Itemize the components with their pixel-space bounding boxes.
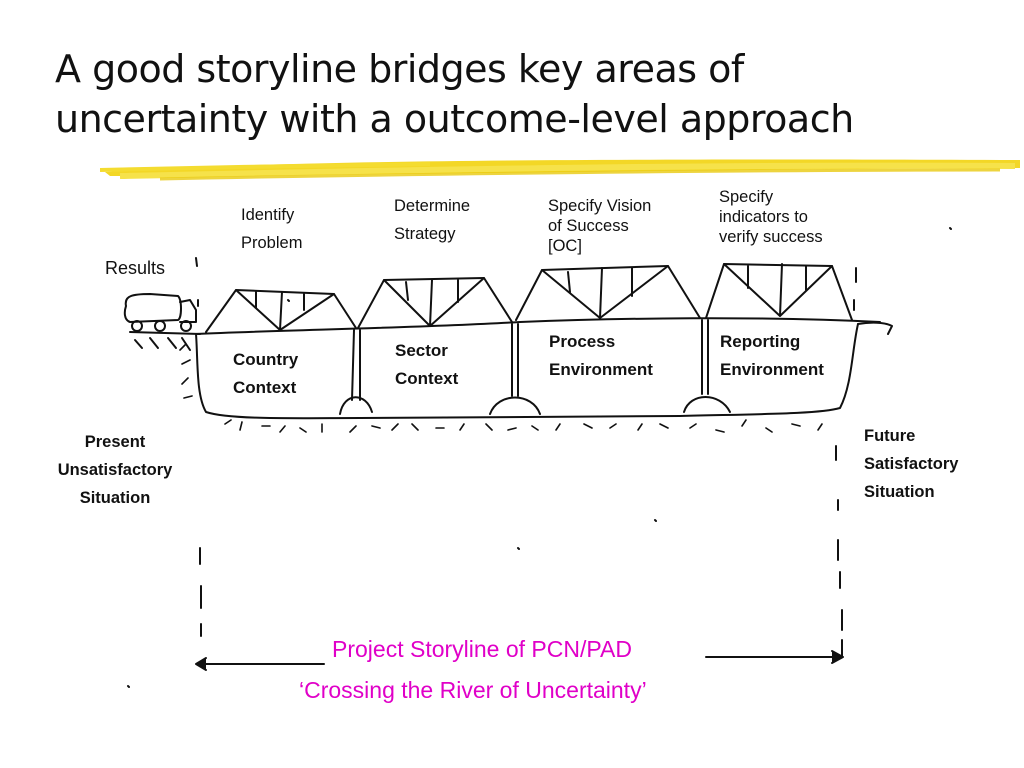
step-determine-line-2: Strategy [394, 225, 456, 243]
reporting-env-line-1: Reporting [720, 332, 801, 351]
step-identify-line-2: Problem [241, 234, 303, 252]
reporting-environment-label: Reporting Environment [720, 328, 824, 384]
step-vision-line-1: Specify Vision [548, 197, 652, 215]
process-env-line-2: Environment [549, 360, 653, 379]
future-line-1: Future [864, 427, 916, 445]
crossing-river-caption: ‘Crossing the River of Uncertainty’ [299, 677, 647, 703]
step-vision-line-3: [OC] [548, 237, 582, 255]
step-indicators-line-2: indicators to [719, 208, 808, 226]
step-indicators-line-3: verify success [719, 228, 823, 246]
process-env-line-1: Process [549, 332, 616, 351]
step-determine-line-1: Determine [394, 197, 471, 215]
step-indicators-line-1: Specify [719, 188, 774, 206]
sector-context-line-1: Sector [395, 341, 448, 360]
storyline-caption: Project Storyline of PCN/PAD [332, 636, 632, 662]
step-specify-indicators: Specify indicators to verify success [719, 187, 823, 247]
title-highlight-stroke [100, 159, 1020, 181]
present-line-3: Situation [79, 489, 151, 507]
sector-context-line-2: Context [395, 369, 459, 388]
country-context-line-1: Country [233, 350, 299, 369]
reporting-env-line-2: Environment [720, 360, 824, 379]
bridge-truss-4 [705, 263, 853, 321]
step-specify-vision: Specify Vision of Success [OC] [548, 196, 651, 256]
title-line-2: uncertainty with a outcome-level approac… [55, 97, 854, 141]
bridge-truss-3 [515, 265, 701, 321]
arrow-right-icon [705, 650, 844, 664]
future-situation-label: Future Satisfactory Situation [864, 422, 958, 506]
bridge-truss-1 [205, 289, 357, 333]
country-context-label: Country Context [233, 346, 298, 402]
future-line-2: Satisfactory [864, 455, 959, 473]
bridge-truss-2 [357, 277, 513, 329]
arrow-left-icon [195, 657, 325, 671]
title-line-1: A good storyline bridges key areas of [55, 47, 744, 91]
step-determine-strategy: Determine Strategy [394, 194, 470, 246]
results-truck-icon [123, 293, 197, 332]
present-line-1: Present [84, 433, 146, 451]
present-situation-label: Present Unsatisfactory Situation [30, 428, 200, 512]
process-environment-label: Process Environment [549, 328, 653, 384]
results-label: Results [105, 258, 166, 278]
step-identify-line-1: Identify [241, 206, 295, 224]
future-line-3: Situation [864, 483, 935, 501]
slide-title: A good storyline bridges key areas of un… [55, 44, 995, 144]
sector-context-label: Sector Context [395, 337, 458, 393]
country-context-line-2: Context [233, 378, 297, 397]
step-identify-problem: Identify Problem [241, 203, 302, 255]
step-vision-line-2: of Success [548, 217, 629, 235]
present-line-2: Unsatisfactory [57, 461, 173, 479]
